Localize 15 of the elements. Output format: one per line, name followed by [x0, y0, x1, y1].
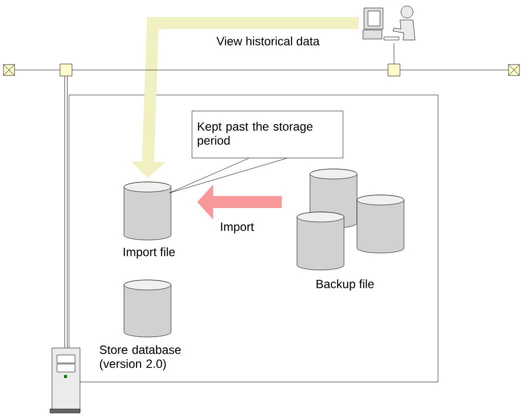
hub-box — [60, 64, 72, 76]
hub-box — [388, 64, 400, 76]
cylinder-label: Backup file — [316, 279, 374, 291]
cylinder-label: Store database (version 2.0) — [100, 345, 181, 370]
callout-pointer — [169, 158, 288, 194]
edge-label: View historical data — [215, 36, 321, 46]
server-frame — [68, 94, 438, 382]
workstation-drawing — [362, 6, 416, 40]
cylinder-label: Import file — [124, 247, 175, 259]
edge-label: Import — [219, 222, 255, 234]
callout-box: Kept past the storage period — [192, 110, 344, 158]
terminator-symbol — [508, 64, 520, 76]
terminator-symbol — [3, 64, 15, 76]
server-tower-drawing — [50, 348, 80, 414]
network-cable — [64, 76, 68, 348]
